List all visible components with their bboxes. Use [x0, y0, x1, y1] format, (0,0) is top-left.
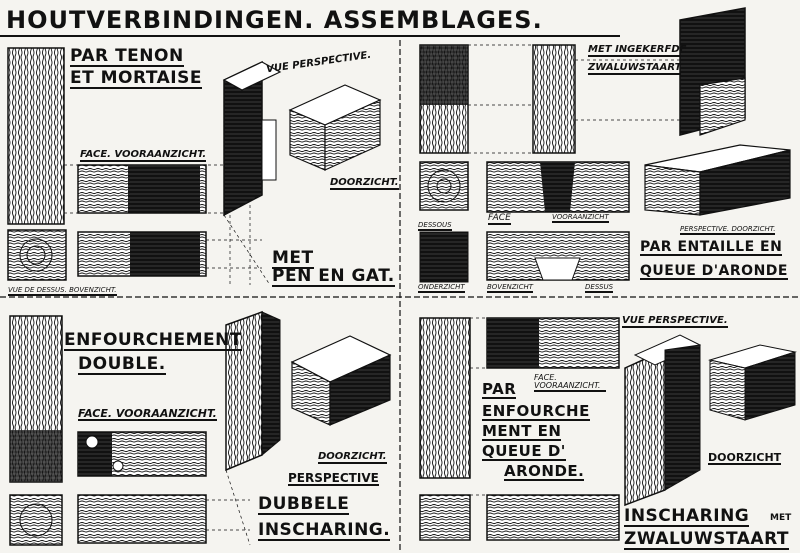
dovetail-fr-line-1: PAR ENTAILLE EN: [640, 239, 783, 256]
panel-dividers: [0, 40, 800, 553]
fork-dovetail-perspective-label: VUE PERSPECTIVE.: [622, 315, 728, 328]
double-fork-nl-line-2: INSCHARING.: [258, 520, 391, 541]
dovetail-perspective-label: PERSPECTIVE. DOORZICHT.: [680, 225, 776, 235]
fork-dovetail-face-label: FACE. VOORAANZICHT.: [534, 374, 606, 392]
dovetail-face-label: FACE: [488, 213, 511, 225]
fork-dovetail-nl-line-2: ZWALUWSTAART: [624, 529, 790, 550]
tenon-nl-line-2: PEN EN GAT.: [272, 266, 395, 287]
tenon-top-view-label: VUE DE DESSUS. BOVENZICHT.: [8, 286, 117, 296]
dovetail-bovenzicht-label: BOVENZICHT: [487, 283, 534, 293]
double-fork-perspective-label: PERSPECTIVE: [288, 471, 379, 486]
tenon-nl-line-1: MET: [272, 248, 314, 269]
double-fork-drawing: [9, 310, 392, 546]
page-title: HOUTVERBINDINGEN. ASSEMBLAGES.: [6, 6, 543, 34]
fork-dovetail-fr-line-1: PAR: [482, 380, 517, 399]
tenon-title-line-1: PAR TENON: [70, 46, 184, 67]
dovetail-dessous-label: DESSOUS: [418, 221, 452, 231]
dovetail-vooraanzicht-label: VOORAANZICHT: [552, 213, 609, 223]
fork-dovetail-fr-line-4: QUEUE D': [482, 442, 566, 461]
tenon-drawing: [7, 47, 382, 286]
fork-dovetail-drawing: [419, 317, 797, 541]
fork-dovetail-nl-line-1b: MET: [770, 513, 792, 523]
dovetail-onderzicht-label: ONDERZICHT: [418, 283, 465, 293]
fork-dovetail-fr-line-2: ENFOURCHE: [482, 402, 590, 421]
double-fork-nl-line-1: DUBBELE: [258, 494, 350, 515]
double-fork-doorzicht-label: DOORZICHT.: [318, 451, 387, 464]
dovetail-fr-line-2: QUEUE D'ARONDE: [640, 263, 788, 280]
dovetail-drawing: [419, 7, 791, 283]
fork-dovetail-nl-line-1: INSCHARING: [624, 506, 750, 527]
tenon-doorzicht-label: DOORZICHT.: [330, 177, 399, 190]
dovetail-nl-line-2: ZWALUWSTAART: [588, 62, 682, 75]
fork-dovetail-fr-line-3: MENT EN: [482, 422, 562, 441]
dovetail-nl-line-1: MET INGEKERFDE: [588, 44, 687, 57]
double-fork-fr-line-2: DOUBLE.: [78, 354, 166, 375]
double-fork-fr-line-1: ENFOURCHEMENT: [64, 330, 242, 351]
tenon-title-line-2: ET MORTAISE: [70, 68, 202, 89]
dovetail-dessus-label: DESSUS: [585, 283, 614, 293]
fork-dovetail-doorzicht-label: DOORZICHT: [708, 451, 782, 465]
fork-dovetail-fr-line-5: ARONDE.: [504, 462, 585, 481]
double-fork-face-label: FACE. VOORAANZICHT.: [78, 407, 217, 421]
tenon-face-label: FACE. VOORAANZICHT.: [80, 149, 207, 162]
